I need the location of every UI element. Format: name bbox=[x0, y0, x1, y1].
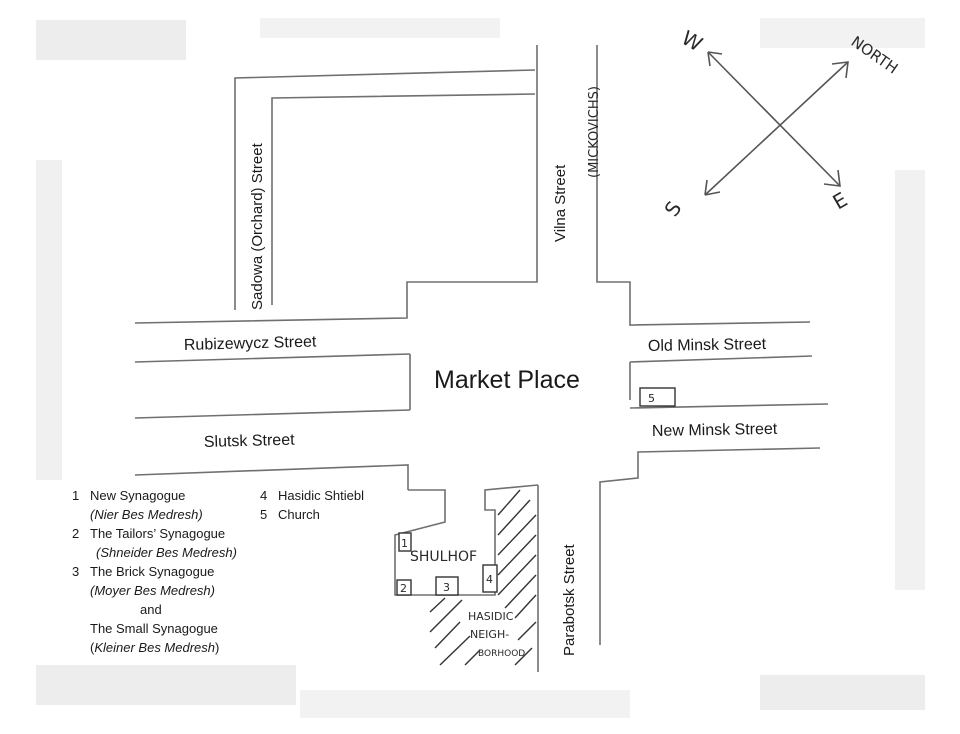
marker-box-3 bbox=[435, 576, 459, 596]
compass-east: E bbox=[829, 187, 852, 214]
scan-border bbox=[36, 18, 925, 718]
marker-1: 1 bbox=[401, 537, 408, 550]
legend-name2: The Small Synagogue bbox=[90, 621, 218, 636]
marker-3: 3 bbox=[443, 581, 450, 594]
hasidic-label-line3: BORHOOD bbox=[478, 649, 525, 659]
rubizewycz-north-edge bbox=[134, 45, 538, 324]
legend-name: The Brick Synagogue bbox=[90, 564, 215, 579]
legend-alt: (Shneider Bes Medresh) bbox=[96, 545, 237, 560]
new-minsk-south-edge bbox=[599, 447, 821, 645]
legend-alt: (Nier Bes Medresh) bbox=[90, 507, 203, 522]
legend-item-3: 3 The Brick Synagogue bbox=[72, 562, 237, 581]
sadowa-street-inner bbox=[271, 93, 536, 305]
shulhof-outline bbox=[394, 484, 539, 596]
marker-box-2 bbox=[396, 579, 412, 596]
slutsk-street-label: Slutsk Street bbox=[204, 432, 296, 451]
legend-joiner: and bbox=[140, 602, 162, 617]
legend-item-4: 4 Hasidic Shtiebl bbox=[260, 486, 364, 505]
marker-2: 2 bbox=[400, 582, 407, 595]
market-place-label: Market Place bbox=[434, 366, 580, 394]
legend-num: 2 bbox=[72, 526, 80, 541]
legend-num: 3 bbox=[72, 564, 80, 579]
marker-4: 4 bbox=[486, 573, 493, 586]
legend-alt2: (Kleiner Bes Medresh) bbox=[90, 640, 220, 655]
legend-name: Church bbox=[278, 507, 320, 522]
hasidic-label-line1: HASIDIC bbox=[468, 610, 514, 623]
old-minsk-south-edge bbox=[629, 355, 813, 363]
vilna-east-edge bbox=[596, 45, 811, 326]
marker-numbers: 1 2 3 4 5 bbox=[400, 392, 655, 595]
marker-box-1 bbox=[398, 532, 412, 552]
sadowa-street-outer bbox=[234, 69, 536, 310]
legend-name: Hasidic Shtiebl bbox=[278, 488, 364, 503]
vilna-street-label: Vilna Street bbox=[552, 164, 569, 242]
legend-num: 4 bbox=[260, 488, 268, 503]
marker-5: 5 bbox=[648, 392, 655, 405]
compass-south: S bbox=[659, 197, 686, 221]
new-minsk-north-edge bbox=[629, 403, 829, 409]
compass-west: W bbox=[678, 26, 707, 57]
legend-alt: (Moyer Bes Medresh) bbox=[90, 583, 215, 598]
legend-name: The Tailors’ Synagogue bbox=[90, 526, 226, 541]
old-minsk-street-label: Old Minsk Street bbox=[648, 336, 767, 355]
mickoviche-label: (MICKOVICHS) bbox=[587, 86, 602, 178]
legend: 1 New Synagogue (Nier Bes Medresh) 2 The T… bbox=[72, 486, 237, 657]
slutsk-north-edge bbox=[134, 409, 411, 419]
marker-box-4 bbox=[482, 564, 498, 593]
legend-num: 1 bbox=[72, 488, 80, 503]
street-lines bbox=[134, 45, 829, 672]
legend-column-2: 4 Hasidic Shtiebl 5 Church bbox=[260, 486, 364, 524]
legend-name: New Synagogue bbox=[90, 488, 186, 503]
sadowa-street-label: Sadowa (Orchard) Street bbox=[249, 142, 266, 310]
rubizewycz-south-edge bbox=[134, 353, 411, 363]
compass bbox=[704, 51, 849, 196]
legend-item-2: 2 The Tailors’ Synagogue bbox=[72, 524, 237, 543]
marker-box-5 bbox=[639, 387, 676, 407]
legend-item-1: 1 New Synagogue bbox=[72, 486, 237, 505]
building-markers bbox=[396, 387, 676, 596]
slutsk-south-edge bbox=[134, 464, 409, 490]
parabotsk-street-label: Parabotsk Street bbox=[561, 543, 578, 656]
legend-num: 5 bbox=[260, 507, 268, 522]
new-minsk-street-label: New Minsk Street bbox=[652, 421, 778, 440]
legend-item-5: 5 Church bbox=[260, 505, 364, 524]
rubizewycz-street-label: Rubizewycz Street bbox=[184, 334, 317, 354]
hasidic-hatching bbox=[429, 489, 537, 666]
hasidic-label-line2: NEIGH- bbox=[470, 628, 509, 641]
shulhof-label: SHULHOF bbox=[410, 549, 477, 565]
